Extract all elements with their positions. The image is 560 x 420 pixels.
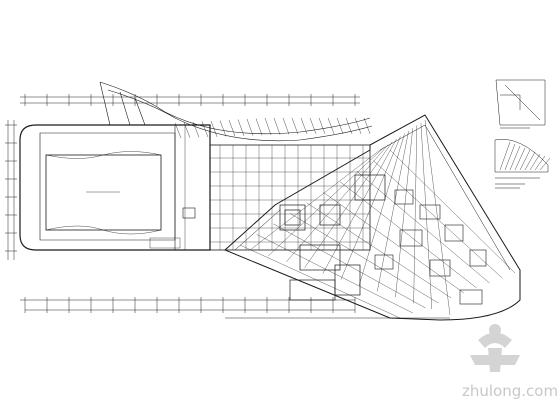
detail-sketches — [494, 79, 551, 189]
watermark-text: zhulong.com — [462, 382, 558, 400]
left-hall-block — [19, 124, 211, 251]
diagonal-wing — [224, 114, 521, 321]
core-rooms — [279, 174, 386, 301]
dimension-lines — [5, 94, 450, 319]
curved-canopy — [99, 81, 373, 142]
zhulong-logo-icon — [470, 324, 520, 372]
middle-grid-block — [209, 144, 371, 251]
